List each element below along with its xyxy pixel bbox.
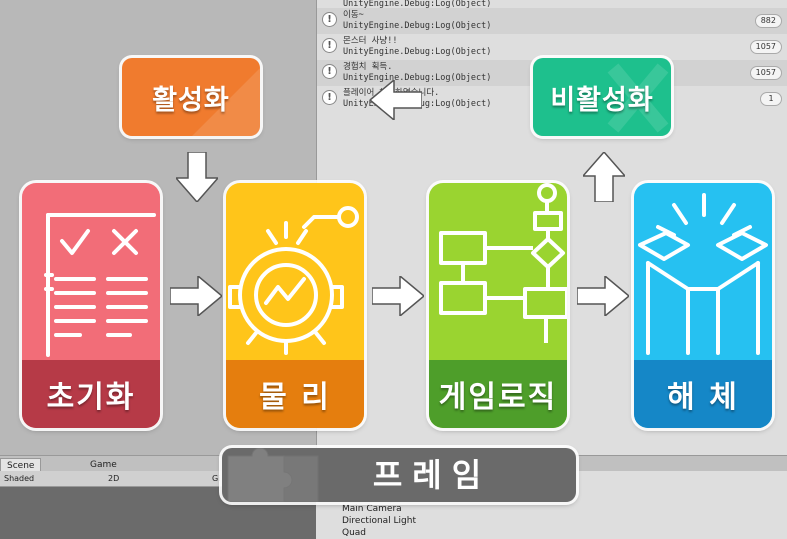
info-icon: ! (322, 38, 337, 53)
gizmos-dropdown[interactable]: Gi (212, 474, 221, 483)
gamelogic-label: 게임로직 (438, 380, 558, 415)
log-message: 이동~ (343, 10, 364, 20)
deactivate-label: 비활성화 (550, 84, 654, 116)
check-watermark-icon (192, 68, 260, 136)
arrow-right-icon (577, 276, 629, 316)
puzzle-icon (227, 448, 319, 502)
log-count-badge: 1057 (749, 40, 782, 54)
gear-chart-icon (228, 206, 359, 355)
console-log-row[interactable]: UnityEngine.Debug:Log(Object) (317, 0, 787, 12)
physics-label-band: 물 리 (226, 360, 364, 428)
physics-card: 물 리 (226, 183, 364, 428)
console-log-row[interactable]: ! 이동~ UnityEngine.Debug:Log(Object) 882 (317, 8, 787, 34)
deactivate-box: 비활성화 (533, 58, 671, 136)
shading-dropdown[interactable]: Shaded (4, 474, 35, 483)
mode-2d-button[interactable]: 2D (108, 474, 120, 483)
physics-label: 물 리 (259, 380, 331, 415)
frame-bar: 프레임 (222, 448, 576, 502)
info-icon: ! (322, 90, 337, 105)
log-source: UnityEngine.Debug:Log(Object) (343, 47, 492, 57)
tab-game-label: Game (90, 460, 117, 470)
hierarchy-item[interactable]: Quad (342, 528, 367, 538)
dispose-label: 해 체 (667, 380, 739, 415)
log-source: UnityEngine.Debug:Log(Object) (343, 0, 492, 9)
activate-box: 활성화 (122, 58, 260, 136)
arrow-right-icon (170, 276, 222, 316)
log-message: 경험치 획득. (343, 62, 393, 72)
log-count-badge: 1057 (749, 66, 782, 80)
dispose-label-band: 해 체 (634, 360, 772, 428)
arrow-down-icon (176, 152, 218, 202)
arrow-right-icon (372, 276, 424, 316)
console-log-row[interactable]: ! 몬스터 사냥!! UnityEngine.Debug:Log(Object)… (317, 34, 787, 60)
init-label-band: 초기화 (22, 360, 160, 428)
arrow-left-icon (370, 80, 422, 120)
hierarchy-item[interactable]: Directional Light (342, 516, 416, 526)
info-icon: ! (322, 12, 337, 27)
frame-label: 프레임 (372, 456, 492, 494)
tab-scene-label: Scene (7, 461, 35, 471)
init-card: 초기화 (22, 183, 160, 428)
hierarchy-item[interactable]: Main Camera (342, 504, 402, 514)
x-watermark-icon (607, 63, 669, 133)
init-label: 초기화 (46, 380, 136, 415)
log-source: UnityEngine.Debug:Log(Object) (343, 73, 492, 83)
arrow-up-icon (583, 152, 625, 202)
log-source: UnityEngine.Debug:Log(Object) (343, 21, 492, 31)
activate-label: 활성화 (152, 84, 230, 116)
info-icon: ! (322, 64, 337, 79)
flowchart-icon (439, 183, 567, 343)
log-count-badge: 882 (754, 14, 782, 28)
gamelogic-label-band: 게임로직 (429, 360, 567, 428)
tab-game[interactable]: Game (84, 458, 123, 472)
gamelogic-card: 게임로직 (429, 183, 567, 428)
open-box-icon (638, 193, 768, 355)
dispose-card: 해 체 (634, 183, 772, 428)
checklist-icon (44, 213, 156, 357)
log-count-badge: 1 (760, 92, 782, 106)
log-message: 몬스터 사냥!! (343, 36, 398, 46)
tab-scene[interactable]: Scene (0, 458, 42, 472)
